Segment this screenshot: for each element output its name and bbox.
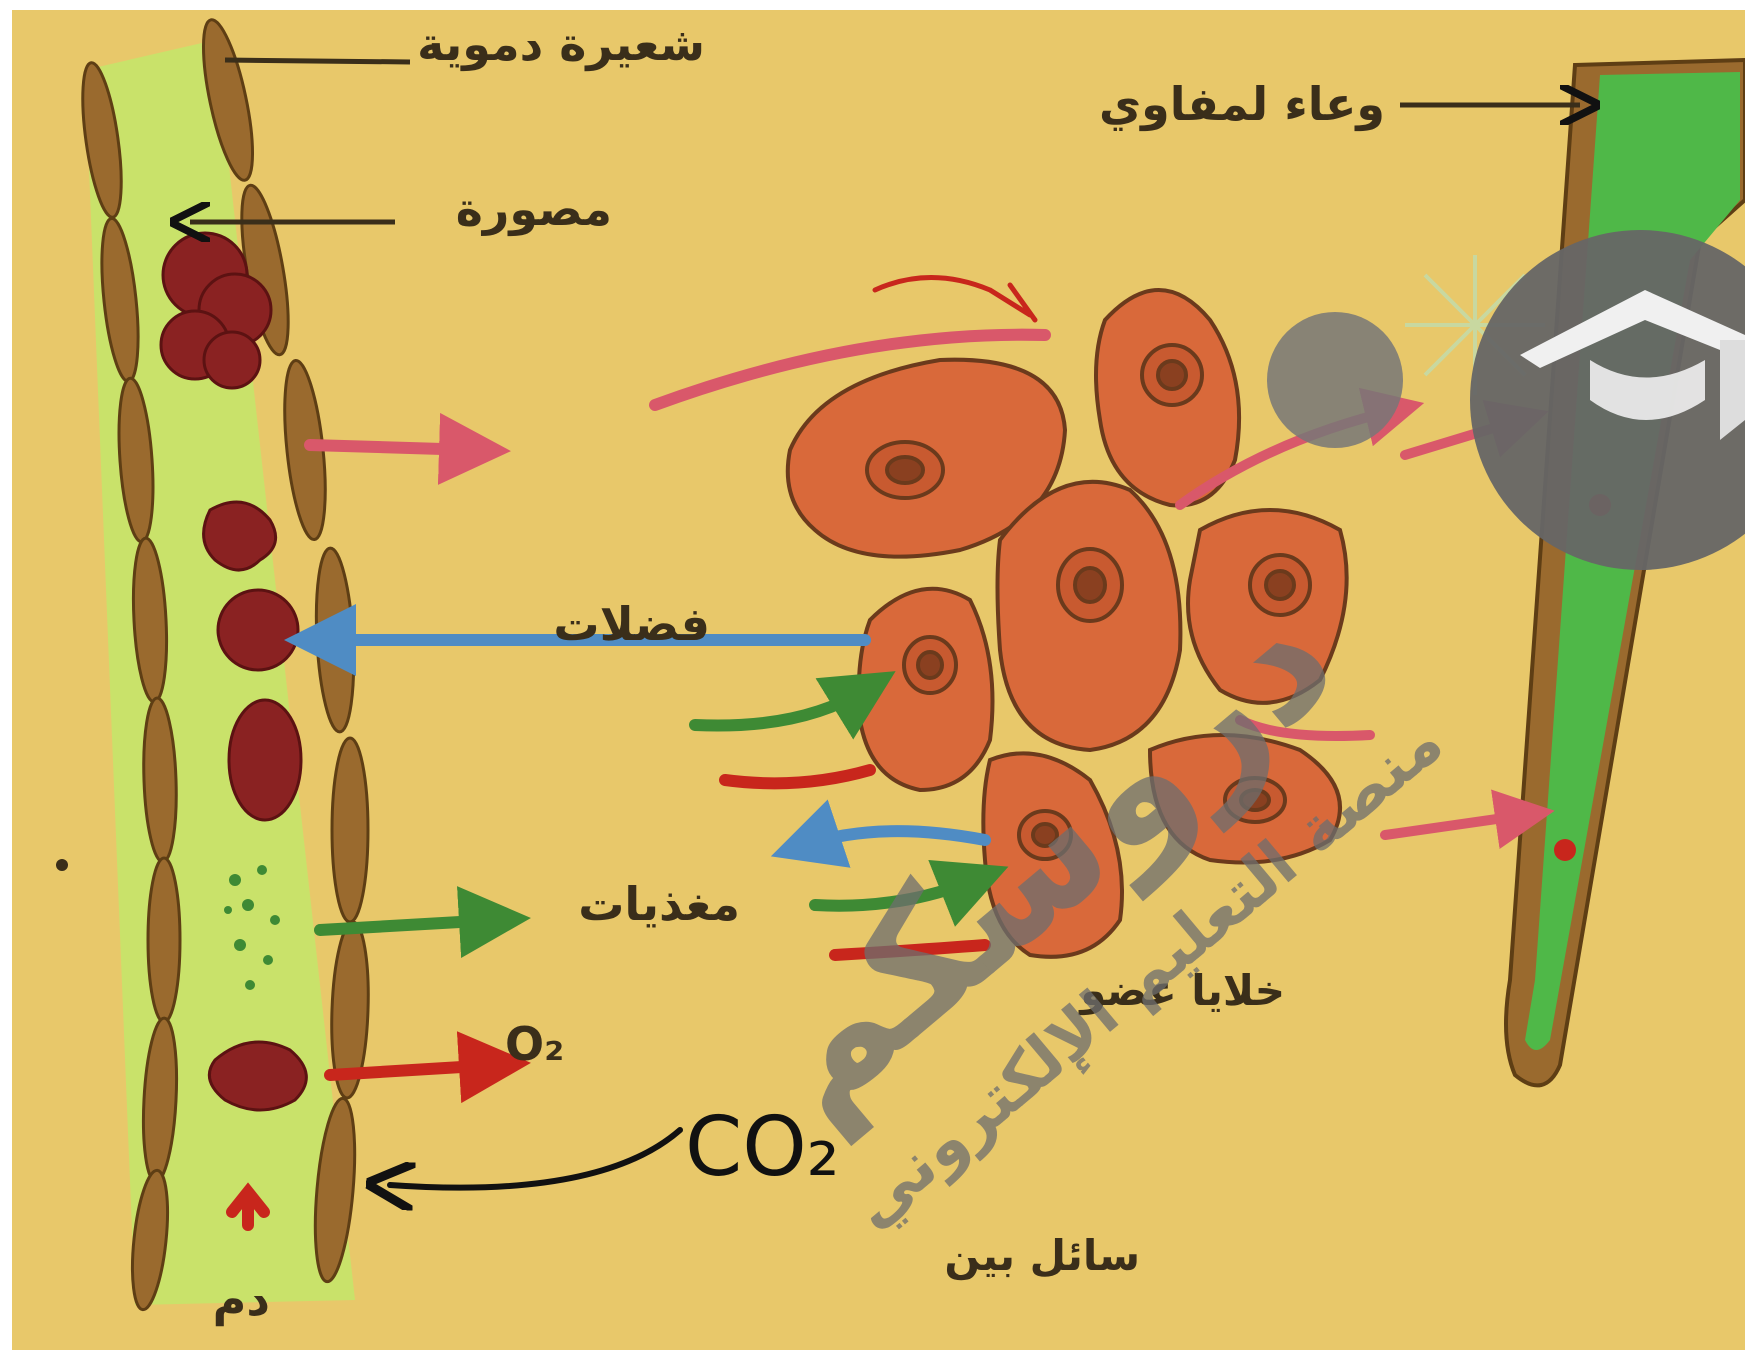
red-blood-cell xyxy=(209,1042,306,1110)
label-lymph-vessel: وعاء لمفاوي xyxy=(1099,77,1385,131)
logo-dot xyxy=(1267,312,1403,448)
pointer-blood-capillary xyxy=(225,60,410,62)
label-oxygen: O₂ xyxy=(505,1017,564,1071)
arrow-pink-2 xyxy=(310,445,475,450)
label-blood-capillary: شعيرة دموية xyxy=(417,17,705,71)
label-blood: دم xyxy=(213,1272,270,1326)
label-interstitial-fluid: سائل بين xyxy=(944,1231,1140,1281)
tissue-cell xyxy=(859,589,993,790)
label-waste: فضلات xyxy=(553,597,710,651)
lymph-particle xyxy=(1554,839,1576,861)
red-blood-cell xyxy=(229,700,301,820)
red-blood-cell xyxy=(218,590,298,670)
label-leukocyte: مصورة xyxy=(456,182,612,236)
label-nutrients: مغذيات xyxy=(578,877,740,931)
stray-dot xyxy=(56,859,68,871)
